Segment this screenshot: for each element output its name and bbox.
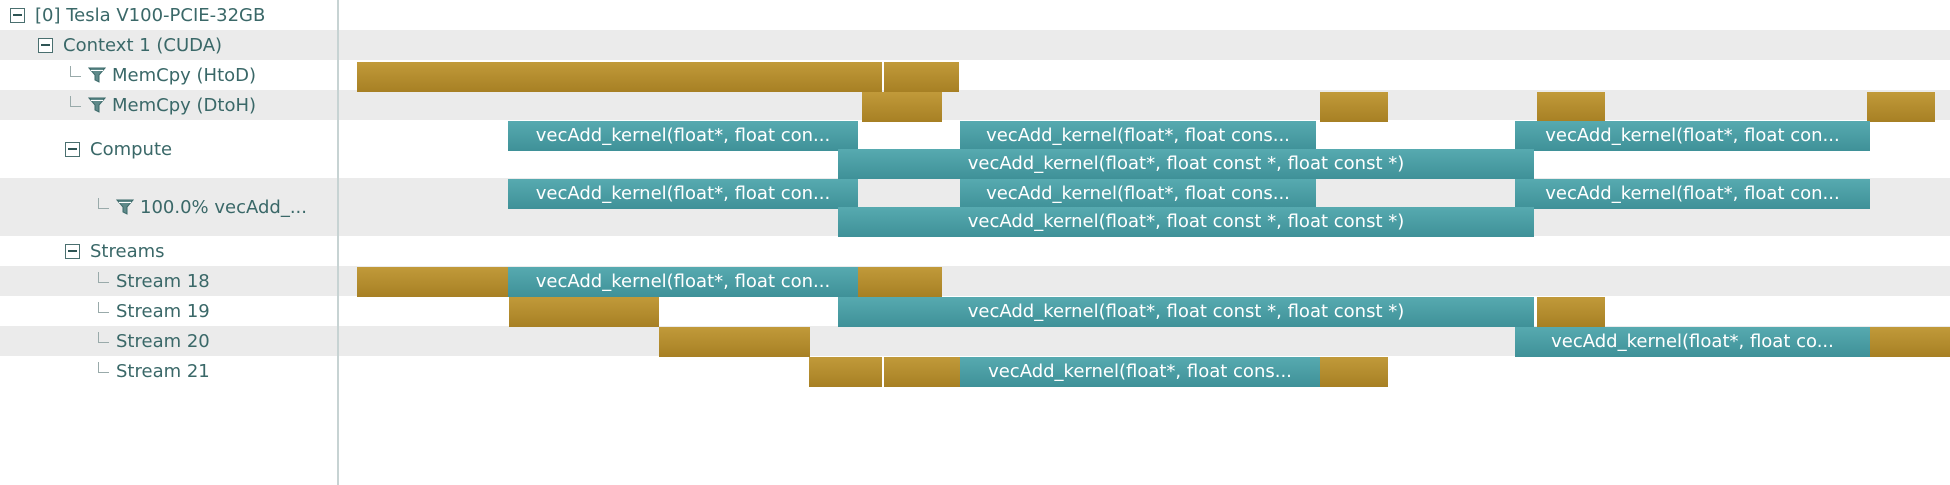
memcpy-dtoh-bar[interactable] [1867,92,1935,122]
streams-label: Streams [90,240,165,262]
funnel-icon[interactable] [88,96,106,114]
memcpy-bar[interactable] [809,357,882,387]
tree-row-device[interactable]: [0] Tesla V100-PCIE-32GB [10,0,265,30]
memcpy-bar[interactable] [1870,327,1950,357]
funnel-icon[interactable] [116,198,134,216]
tree-row-memcpy-htod[interactable]: MemCpy (HtoD) [70,60,256,90]
stream-20-label: Stream 20 [116,330,210,352]
kernel-bar[interactable]: vecAdd_kernel(float*, float con... [1515,179,1870,209]
memcpy-dtoh-bar[interactable] [862,92,942,122]
kernel-bar[interactable]: vecAdd_kernel(float*, float con... [1515,121,1870,151]
minus-box-icon[interactable] [65,141,80,157]
minus-box-icon[interactable] [65,243,80,259]
tree-row-context[interactable]: Context 1 (CUDA) [38,30,222,60]
tree-timeline-splitter[interactable] [337,0,339,485]
timeline-view: vecAdd_kernel(float*, float con... vecAd… [339,0,1950,485]
memcpy-htod-label: MemCpy (HtoD) [112,64,257,86]
memcpy-bar[interactable] [357,267,508,297]
timeline-tree-panel: [0] Tesla V100-PCIE-32GB Context 1 (CUDA… [0,0,337,485]
tree-elbow-icon [98,271,109,283]
memcpy-bar[interactable] [659,327,810,357]
tree-elbow-icon [98,331,109,343]
tree-row-streams[interactable]: Streams [65,236,165,266]
kernel-bar[interactable]: vecAdd_kernel(float*, float cons... [960,121,1316,151]
memcpy-bar[interactable] [884,357,960,387]
memcpy-bar[interactable] [858,267,942,297]
minus-box-icon[interactable] [38,37,53,53]
tree-row-compute[interactable]: Compute [65,120,172,178]
memcpy-bar[interactable] [1320,357,1388,387]
memcpy-dtoh-label: MemCpy (DtoH) [112,94,257,116]
tree-row-stream-21[interactable]: Stream 21 [98,356,210,386]
row-bg-dtoh [0,90,1950,120]
tree-row-memcpy-dtoh[interactable]: MemCpy (DtoH) [70,90,256,120]
tree-elbow-icon [70,65,81,77]
tree-elbow-icon [98,301,109,313]
kernel-bar[interactable]: vecAdd_kernel(float*, float const *, flo… [838,207,1534,237]
row-bg-context [0,30,1950,60]
kernel-filter-label: 100.0% vecAdd_... [140,196,307,218]
memcpy-bar[interactable] [509,297,659,327]
tree-elbow-icon [98,361,109,373]
memcpy-htod-bar[interactable] [357,62,882,92]
stream-19-label: Stream 19 [116,300,210,322]
tree-elbow-icon [70,95,81,107]
tree-row-kernel-filter[interactable]: 100.0% vecAdd_... [98,178,307,236]
row-bg-stream-18 [0,266,1950,296]
context-label: Context 1 (CUDA) [63,34,223,56]
tree-elbow-icon [98,197,109,209]
tree-row-stream-19[interactable]: Stream 19 [98,296,210,326]
kernel-bar[interactable]: vecAdd_kernel(float*, float const *, flo… [838,149,1534,179]
memcpy-dtoh-bar[interactable] [1537,92,1605,122]
stream-18-label: Stream 18 [116,270,210,292]
memcpy-htod-bar[interactable] [884,62,959,92]
kernel-bar[interactable]: vecAdd_kernel(float*, float con... [508,179,858,209]
stream-21-label: Stream 21 [116,360,210,382]
kernel-bar[interactable]: vecAdd_kernel(float*, float cons... [960,357,1320,387]
tree-row-stream-18[interactable]: Stream 18 [98,266,210,296]
memcpy-dtoh-bar[interactable] [1320,92,1388,122]
minus-box-icon[interactable] [10,7,25,23]
device-label: [0] Tesla V100-PCIE-32GB [35,4,266,26]
compute-label: Compute [90,138,173,160]
kernel-bar[interactable]: vecAdd_kernel(float*, float cons... [960,179,1316,209]
memcpy-bar[interactable] [1537,297,1605,327]
kernel-bar[interactable]: vecAdd_kernel(float*, float con... [508,267,858,297]
tree-row-stream-20[interactable]: Stream 20 [98,326,210,356]
kernel-bar[interactable]: vecAdd_kernel(float*, float const *, flo… [838,297,1534,327]
kernel-bar[interactable]: vecAdd_kernel(float*, float co... [1515,327,1870,357]
funnel-icon[interactable] [88,66,106,84]
kernel-bar[interactable]: vecAdd_kernel(float*, float con... [508,121,858,151]
